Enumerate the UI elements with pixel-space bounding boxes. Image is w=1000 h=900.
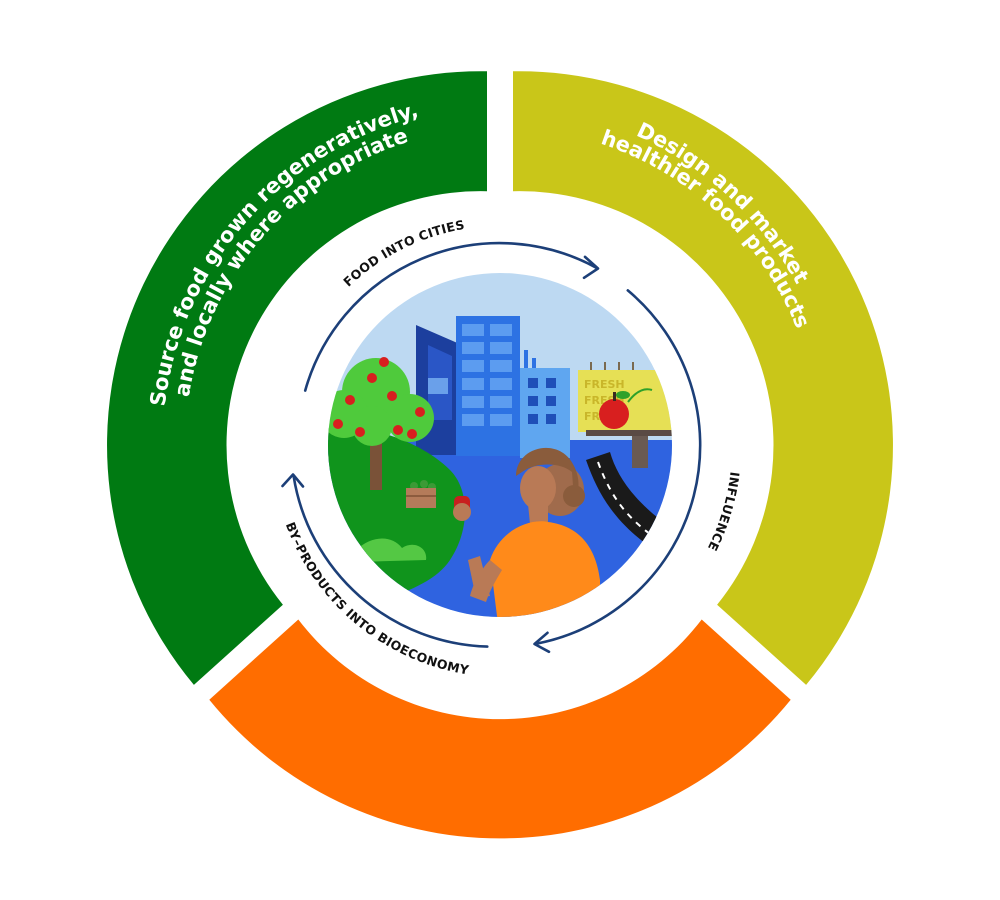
city-illustration: FRESH FRESH FRESH bbox=[328, 273, 672, 617]
segment-source bbox=[107, 71, 487, 685]
arrow-by-products bbox=[292, 475, 489, 648]
segment-design bbox=[513, 71, 893, 685]
building-dark bbox=[416, 325, 462, 455]
billboard: FRESH FRESH FRESH bbox=[578, 362, 672, 468]
arrow-influence bbox=[535, 289, 702, 645]
building-tall bbox=[456, 316, 520, 456]
basket-icon bbox=[406, 480, 436, 508]
arrow-heads bbox=[281, 255, 600, 654]
flow-label-influence: INFLUENCE bbox=[705, 471, 743, 554]
building-light bbox=[520, 350, 570, 458]
billboard-text: FRESH bbox=[584, 378, 625, 391]
segment-make bbox=[209, 619, 791, 839]
flow-arrows bbox=[292, 241, 702, 648]
flow-label-food-into-cities: FOOD INTO CITIES bbox=[340, 217, 466, 290]
apple-icon bbox=[599, 399, 629, 429]
arrowhead-influence-icon bbox=[533, 631, 551, 654]
arrowhead-cities-icon bbox=[582, 255, 600, 280]
arrow-food-into-cities bbox=[303, 241, 598, 392]
outer-ring bbox=[107, 71, 893, 839]
arrowhead-byproducts-icon bbox=[281, 473, 305, 488]
